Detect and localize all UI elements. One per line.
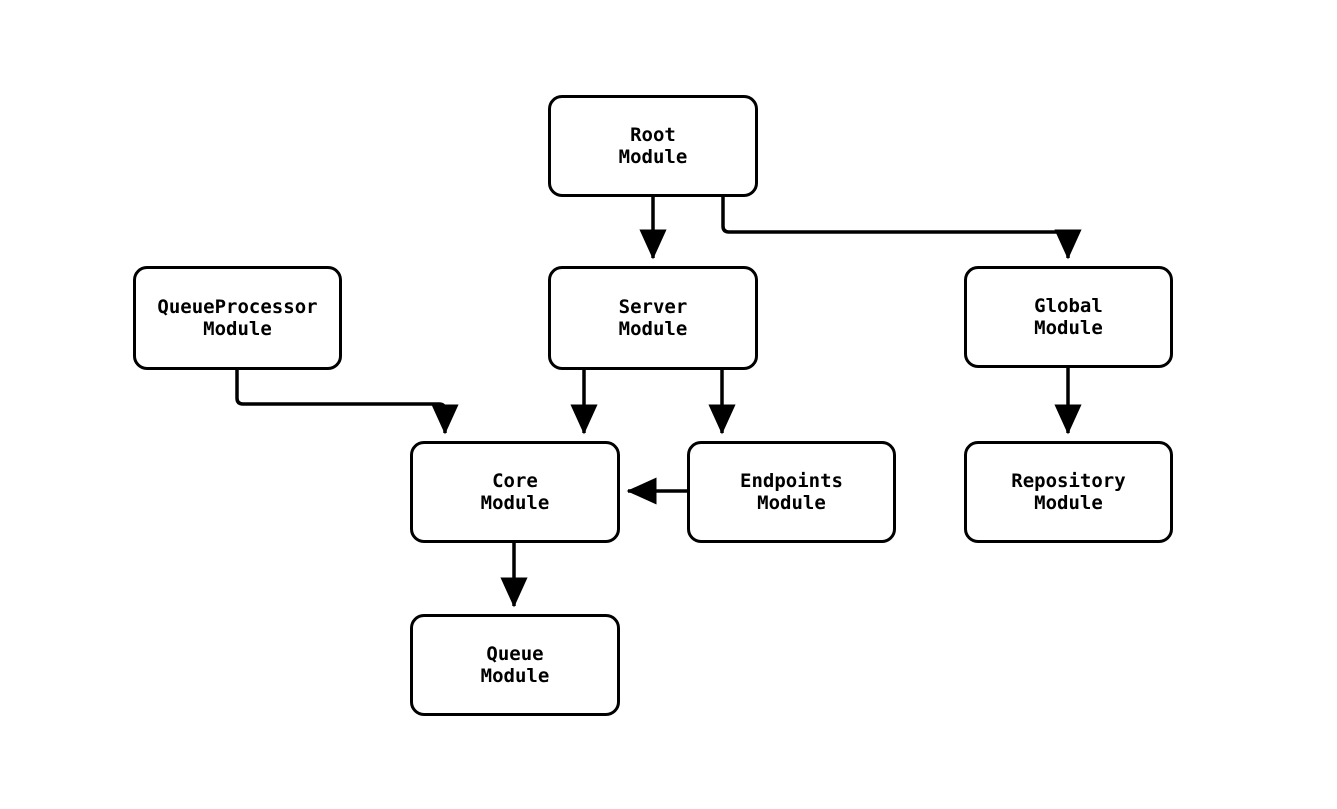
node-core-module[interactable]: Core Module (410, 441, 620, 543)
node-server-module-label: Server Module (618, 296, 688, 340)
node-queueprocessor-module-label: QueueProcessor Module (157, 296, 318, 340)
node-root-module[interactable]: Root Module (548, 95, 758, 197)
edge-queueprocessor-to-core (235, 370, 459, 435)
edge-root-to-global (721, 197, 1082, 260)
node-root-module-label: Root Module (618, 124, 688, 168)
node-global-module-label: Global Module (1034, 295, 1103, 339)
node-repository-module[interactable]: Repository Module (964, 441, 1173, 543)
node-endpoints-module-label: Endpoints Module (740, 470, 843, 514)
node-queue-module-label: Queue Module (480, 643, 550, 687)
node-queue-module[interactable]: Queue Module (410, 614, 620, 716)
node-global-module[interactable]: Global Module (964, 266, 1173, 368)
node-queueprocessor-module[interactable]: QueueProcessor Module (133, 266, 342, 370)
node-repository-module-label: Repository Module (1011, 470, 1126, 514)
node-core-module-label: Core Module (480, 470, 550, 514)
node-endpoints-module[interactable]: Endpoints Module (687, 441, 896, 543)
node-server-module[interactable]: Server Module (548, 266, 758, 370)
